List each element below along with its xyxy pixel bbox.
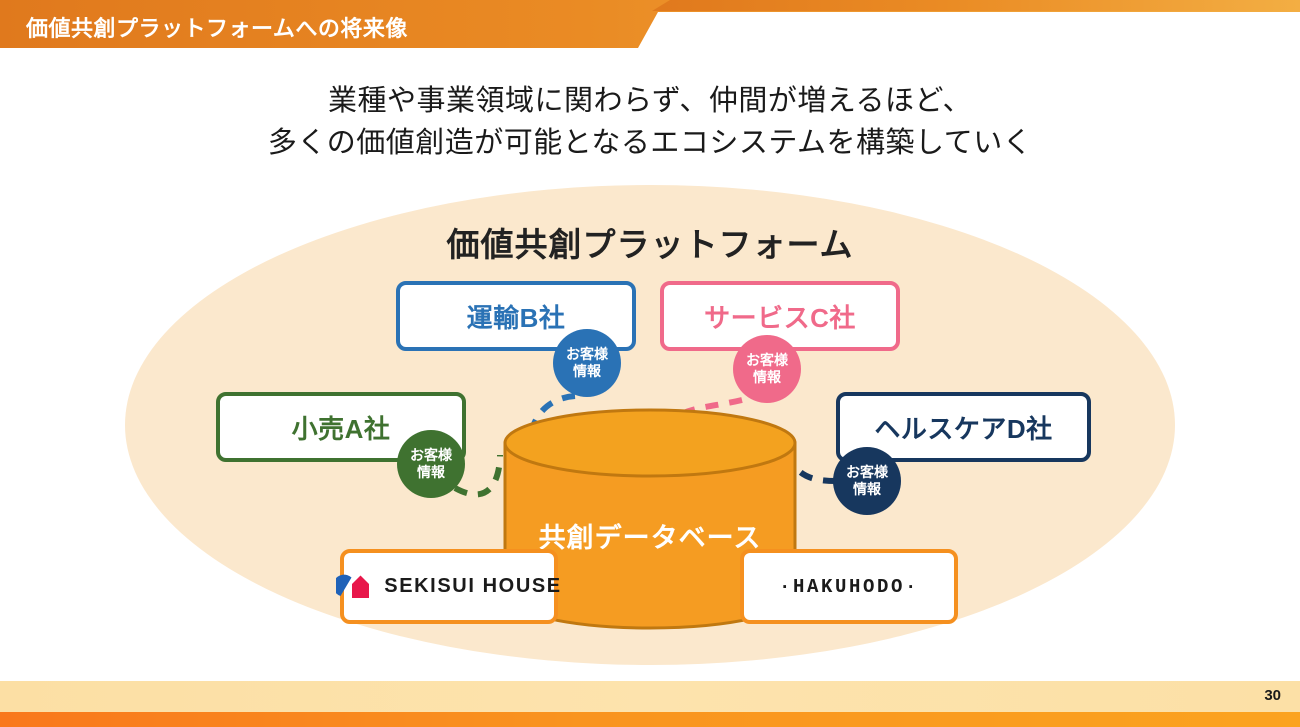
footer-accent-bar	[0, 712, 1300, 727]
header-background-shape	[0, 0, 1300, 48]
sekisui-house-wordmark: SEKISUI HOUSE	[384, 575, 562, 597]
hakuhodo-wordmark: ·HAKUHODO·	[778, 575, 920, 598]
badge-line-2: 情報	[573, 363, 601, 379]
connector-retail	[453, 454, 503, 498]
subtitle-line-1: 業種や事業領域に関わらず、仲間が増えるほど、	[327, 85, 973, 117]
partner-label-retail: 小売A社	[291, 413, 391, 444]
badge-line-1: お客様	[566, 346, 608, 362]
partner-label-health: ヘルスケアD社	[874, 413, 1053, 444]
badge-line-1: お客様	[746, 352, 788, 368]
footer-band	[0, 681, 1300, 712]
slide-header: 価値共創プラットフォームへの将来像	[0, 0, 1300, 48]
badge-line-1: お客様	[410, 447, 452, 463]
partner-label-service: サービスC社	[704, 302, 856, 333]
company-box-sekisui-house[interactable]: SEKISUI HOUSE	[336, 549, 560, 624]
company-box-hakuhodo[interactable]: ·HAKUHODO·	[740, 549, 958, 624]
customer-data-badge-retail: お客様 情報	[397, 430, 465, 498]
badge-line-2: 情報	[753, 369, 781, 385]
customer-data-badge-health: お客様 情報	[833, 447, 901, 515]
badge-line-2: 情報	[417, 464, 445, 480]
customer-data-badge-transport: お客様 情報	[553, 329, 621, 397]
page-number: 30	[1264, 687, 1281, 704]
badge-line-1: お客様	[846, 464, 888, 480]
subtitle-line-2: 多くの価値創造が可能となるエコシステムを構築していく	[267, 127, 1033, 159]
sekisui-house-logo-icon	[336, 574, 370, 598]
customer-data-badge-service: お客様 情報	[733, 335, 801, 403]
partner-box-transport[interactable]: 運輸B社	[396, 281, 636, 351]
page-title: 価値共創プラットフォームへの将来像	[26, 16, 408, 41]
connector-health	[795, 467, 837, 484]
badge-line-2: 情報	[853, 481, 881, 497]
partner-label-transport: 運輸B社	[466, 302, 566, 333]
platform-title: 価値共創プラットフォーム	[446, 226, 854, 263]
slide-subtitle: 業種や事業領域に関わらず、仲間が増えるほど、 多くの価値創造が可能となるエコシス…	[0, 80, 1300, 164]
